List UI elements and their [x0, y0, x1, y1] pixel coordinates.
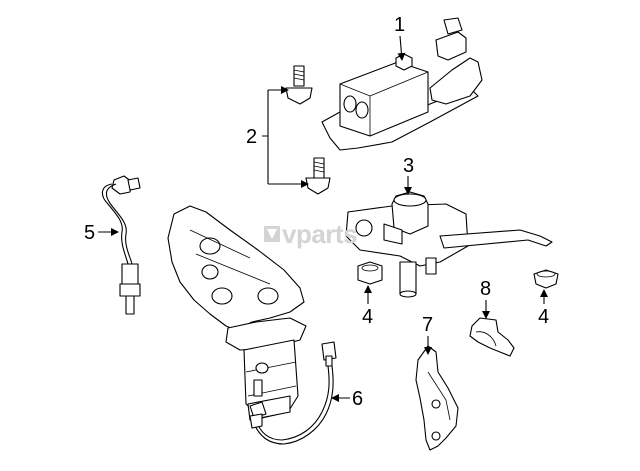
callout-label-3: 3 — [403, 155, 414, 177]
callout-label-2: 2 — [246, 126, 257, 148]
callout-label-4-left: 4 — [362, 306, 373, 328]
callout-7: 7 — [422, 314, 433, 355]
callout-label-6: 6 — [352, 388, 363, 410]
callout-label-8: 8 — [480, 278, 491, 300]
callout-label-5: 5 — [84, 222, 95, 244]
callout-8: 8 — [480, 278, 491, 319]
canister-assembly — [321, 17, 483, 151]
callout-1: 1 — [394, 14, 406, 61]
callout-label-1: 1 — [394, 14, 405, 36]
callout-label-7: 7 — [422, 314, 433, 336]
callout-3: 3 — [403, 155, 414, 195]
bolt-lower — [305, 157, 331, 195]
callout-6: 6 — [331, 388, 363, 410]
vapor-valve-assembly — [345, 191, 553, 298]
exhaust-manifold — [167, 205, 307, 421]
hose-clamp — [469, 317, 515, 357]
callout-4-right: 4 — [538, 289, 549, 328]
oxygen-sensor-front — [101, 175, 141, 315]
callout-label-4-right: 4 — [538, 306, 549, 328]
nut-right — [533, 269, 559, 289]
oxygen-sensor-rear — [249, 341, 337, 445]
heat-shield — [415, 345, 459, 451]
callout-2: 2 — [246, 86, 309, 188]
nut-left — [357, 261, 383, 285]
watermark-logo: vparts — [264, 219, 358, 249]
watermark-text: vparts — [282, 219, 357, 249]
bolt-upper — [285, 65, 313, 105]
callout-4-left: 4 — [362, 285, 373, 328]
callout-5: 5 — [84, 222, 119, 244]
